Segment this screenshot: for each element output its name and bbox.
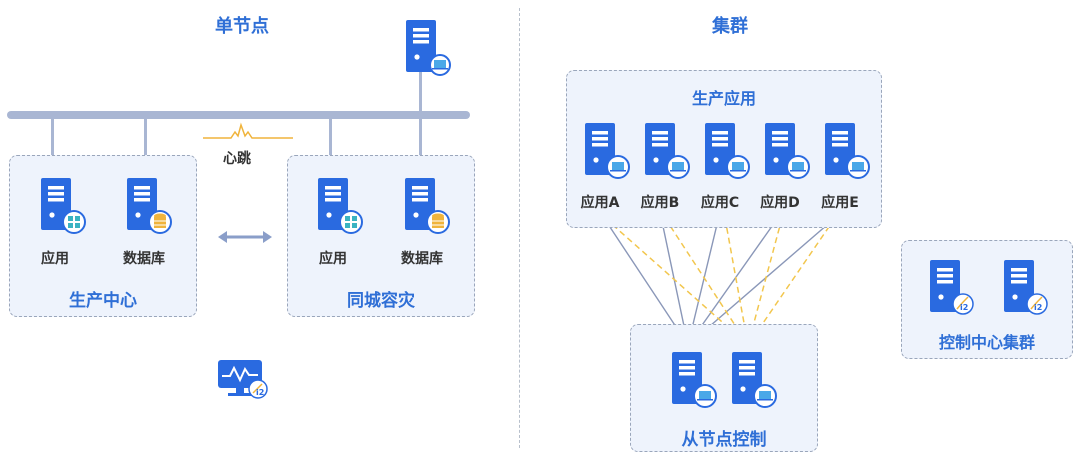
app-server-icon bbox=[585, 123, 630, 179]
app-server-icon bbox=[765, 123, 810, 179]
database-server-icon bbox=[405, 178, 450, 234]
production-apps-label: 生产应用 bbox=[691, 89, 756, 108]
cluster-title: 集群 bbox=[712, 16, 748, 37]
app-server-label: 应用A bbox=[580, 195, 620, 211]
sync-arrow-icon bbox=[218, 231, 272, 243]
app-server-icon bbox=[705, 123, 750, 179]
app-server-label: 应用B bbox=[640, 195, 680, 211]
disaster-recovery-label: 同城容灾 bbox=[347, 291, 415, 311]
slave-control-box: 从节点控制 bbox=[630, 324, 818, 452]
dashed-link bbox=[747, 217, 783, 346]
app-server-icon bbox=[645, 123, 690, 179]
slave-control-label: 从节点控制 bbox=[681, 430, 767, 450]
dashed-link bbox=[604, 217, 749, 346]
solid-link bbox=[599, 211, 689, 346]
database-server-icon bbox=[127, 178, 172, 234]
app-server-label: 应用D bbox=[760, 195, 800, 211]
control-server-icon: i2 bbox=[930, 260, 974, 315]
svg-text:i2: i2 bbox=[1034, 303, 1042, 312]
bus-drop bbox=[144, 119, 147, 155]
control-server-icon: i2 bbox=[1004, 260, 1048, 315]
dashed-link bbox=[747, 217, 836, 346]
control-center-label: 控制中心集群 bbox=[938, 333, 1035, 352]
single-node-title: 单节点 bbox=[215, 16, 269, 37]
solid-link bbox=[687, 211, 843, 346]
app-server-icon bbox=[825, 123, 870, 179]
server-label: 应用 bbox=[41, 251, 69, 267]
disaster-recovery-box: 应用 数据库 同城容灾 bbox=[287, 155, 475, 317]
control-center-box: 控制中心集群 bbox=[901, 240, 1073, 359]
svg-text:i2: i2 bbox=[256, 388, 264, 397]
server-label: 数据库 bbox=[401, 251, 443, 267]
monitor-icon: i2 bbox=[218, 360, 268, 399]
app-server-label: 应用C bbox=[700, 195, 740, 211]
top-server-icon bbox=[406, 20, 451, 76]
heartbeat-icon bbox=[203, 122, 293, 139]
svg-text:i2: i2 bbox=[960, 303, 968, 312]
production-center-box: 应用 数据库 生产中心 bbox=[9, 155, 197, 317]
solid-link bbox=[687, 211, 783, 346]
network-bus bbox=[7, 111, 470, 119]
bus-drop bbox=[419, 70, 422, 155]
app-server-label: 应用E bbox=[821, 195, 859, 211]
slave-server-icon bbox=[672, 352, 717, 408]
app-server-icon bbox=[41, 178, 86, 234]
heartbeat-label: 心跳 bbox=[223, 151, 251, 167]
bus-drop bbox=[329, 119, 332, 155]
bus-drop bbox=[51, 119, 54, 155]
section-divider bbox=[519, 8, 520, 448]
dashed-link bbox=[724, 217, 749, 346]
dashed-link bbox=[664, 217, 749, 346]
app-server-icon bbox=[318, 178, 363, 234]
production-center-label: 生产中心 bbox=[69, 291, 137, 311]
server-label: 应用 bbox=[319, 251, 347, 267]
server-label: 数据库 bbox=[123, 251, 165, 267]
slave-server-icon bbox=[732, 352, 777, 408]
